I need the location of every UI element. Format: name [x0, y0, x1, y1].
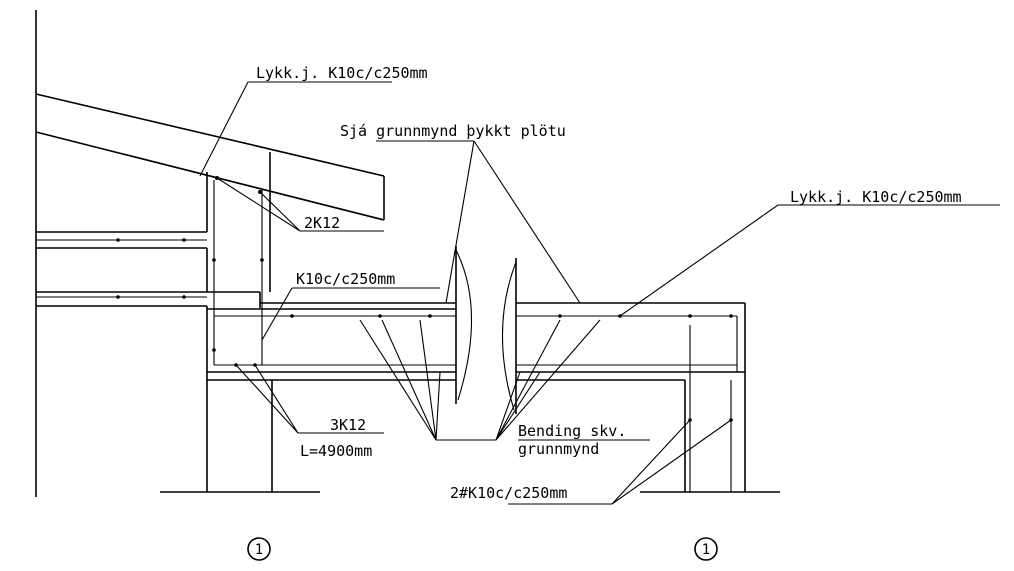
label-3k12: 3K12 — [330, 416, 366, 434]
label-lykkj-right: Lykk.j. K10c/c250mm — [790, 188, 962, 206]
label-bending: Bending skv. — [518, 422, 626, 440]
grid-marker-left: 1 — [247, 537, 271, 561]
label-lykkj-top: Lykk.j. K10c/c250mm — [256, 64, 428, 82]
lower-slab-left — [207, 308, 456, 381]
label-sja-grunnmynd: Sjá grunnmynd þykkt plötu — [340, 122, 566, 140]
leader-lines — [199, 81, 1000, 505]
middle-slab-left — [36, 291, 456, 308]
break-line — [455, 246, 517, 414]
column-left — [206, 152, 273, 492]
rebar-dots — [116, 176, 733, 422]
upper-slab-left — [36, 231, 207, 249]
grid-marker-label: 1 — [255, 542, 263, 558]
grid-marker-right: 1 — [694, 537, 718, 561]
label-2k12: 2K12 — [304, 214, 340, 232]
slab-right — [516, 302, 746, 381]
sloped-roof-slab — [35, 93, 385, 221]
label-k10: K10c/c250mm — [296, 270, 395, 288]
label-2hash-k10: 2#K10c/c250mm — [450, 484, 567, 502]
grid-marker-label: 1 — [702, 542, 710, 558]
label-length: L=4900mm — [300, 442, 372, 460]
column-right — [684, 325, 746, 492]
label-grunnmynd: grunnmynd — [518, 440, 599, 458]
